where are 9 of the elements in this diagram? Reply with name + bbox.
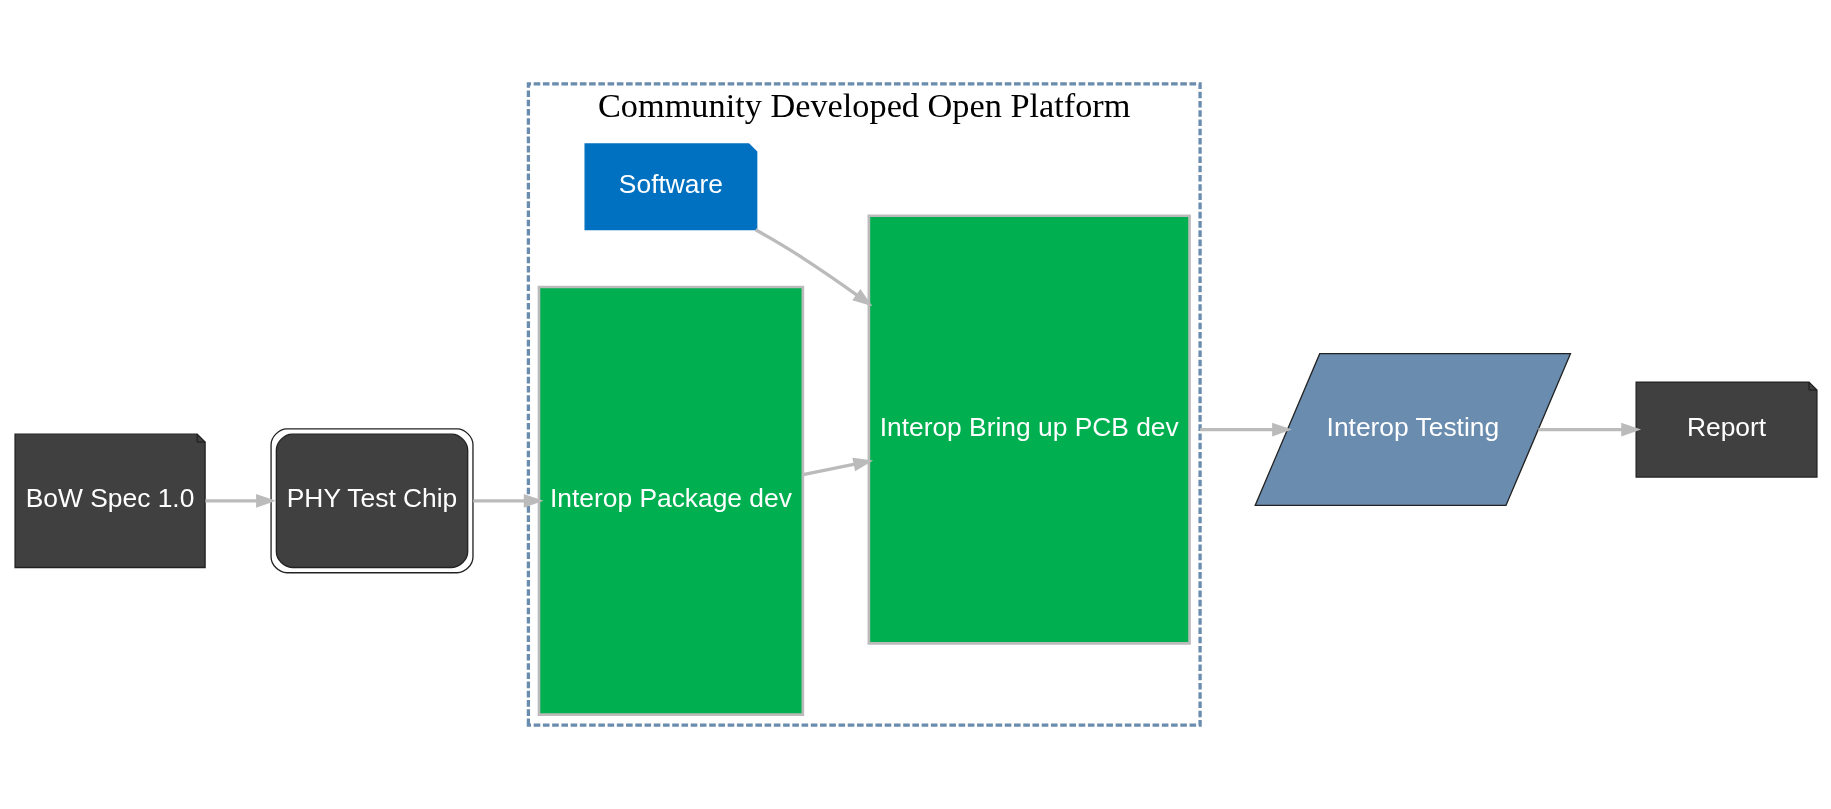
arrow (802, 457, 873, 477)
arrow (1199, 422, 1292, 437)
arrow (1537, 422, 1641, 437)
node-box: PHY Test Chip (269, 428, 474, 574)
arrow (472, 493, 544, 508)
node-box: Interop Bring up PCB dev (867, 214, 1191, 645)
node-box: Interop Package dev (537, 285, 804, 716)
arrow (204, 493, 276, 508)
arrow (754, 228, 872, 307)
